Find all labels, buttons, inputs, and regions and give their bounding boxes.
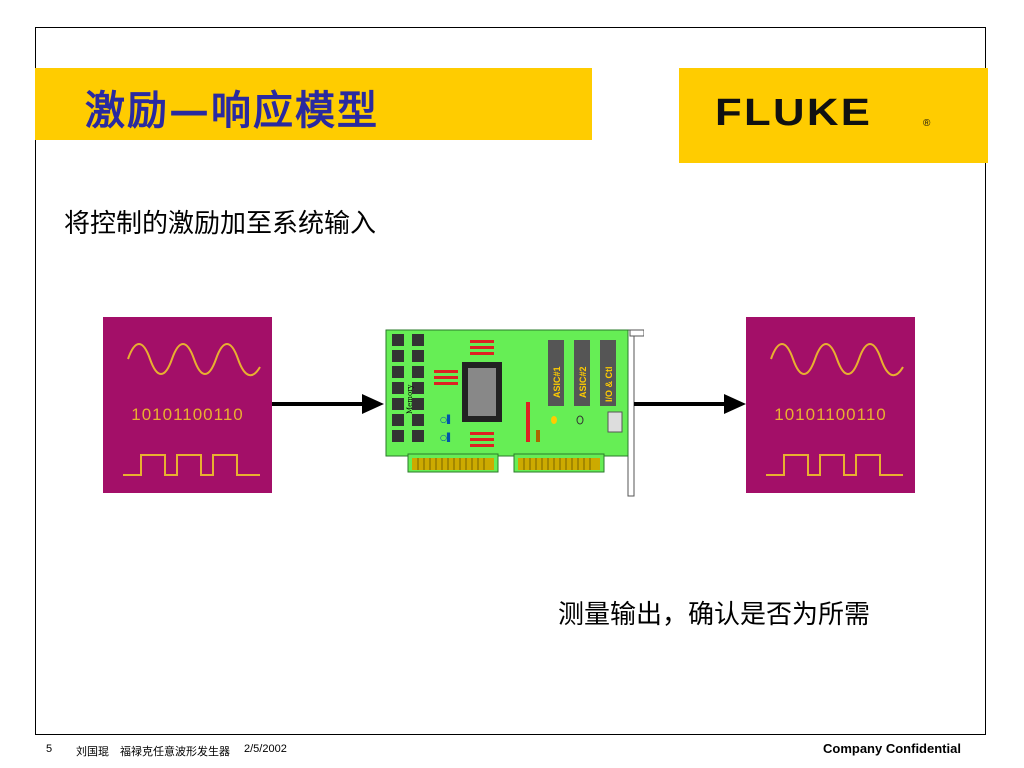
page-number: 5 (46, 743, 53, 755)
output-signal-box: 10101100110 (746, 317, 915, 493)
fluke-logo: FLUKE ® (679, 68, 988, 163)
circuit-board: Memory ASIC#1 ASIC#2 I/O & Ctl ○▌ ○▌ (385, 329, 644, 497)
square-wave-icon (123, 454, 260, 476)
footer-course: 福禄克任意波形发生器 (120, 746, 230, 758)
asic1-label: ASIC#1 (552, 366, 562, 398)
response-text: 测量输出，确认是否为所需 (558, 600, 871, 630)
footer-author: 刘国琨 (76, 746, 109, 758)
input-bits: 10101100110 (131, 405, 244, 424)
memory-chips (392, 334, 424, 442)
memory-label: Memory (406, 384, 414, 414)
output-bits: 10101100110 (774, 405, 887, 424)
title-banner: 激励—响应模型 (35, 68, 592, 140)
input-signal-box: 10101100110 (103, 317, 272, 493)
svg-text:○▌: ○▌ (440, 432, 453, 442)
stimulus-text: 将控制的激励加至系统输入 (64, 209, 377, 239)
square-wave-icon (766, 454, 903, 476)
sine-wave-icon (770, 343, 904, 377)
logo-wordmark: FLUKE (715, 92, 873, 134)
output-arrow-icon (634, 394, 746, 414)
slide-title: 激励—响应模型 (85, 87, 379, 134)
output-waveforms (766, 343, 904, 476)
confidential-label: Company Confidential (823, 741, 961, 756)
input-arrow-icon (272, 394, 384, 414)
footer-date: 2/5/2002 (244, 743, 287, 755)
io-ctl-label: I/O & Ctl (604, 367, 614, 403)
registered-mark: ® (923, 118, 931, 129)
sine-wave-icon (127, 343, 261, 377)
asic2-label: ASIC#2 (578, 366, 588, 398)
slide-frame (35, 27, 986, 735)
svg-text:○▌: ○▌ (440, 414, 453, 424)
input-waveforms (123, 343, 261, 476)
